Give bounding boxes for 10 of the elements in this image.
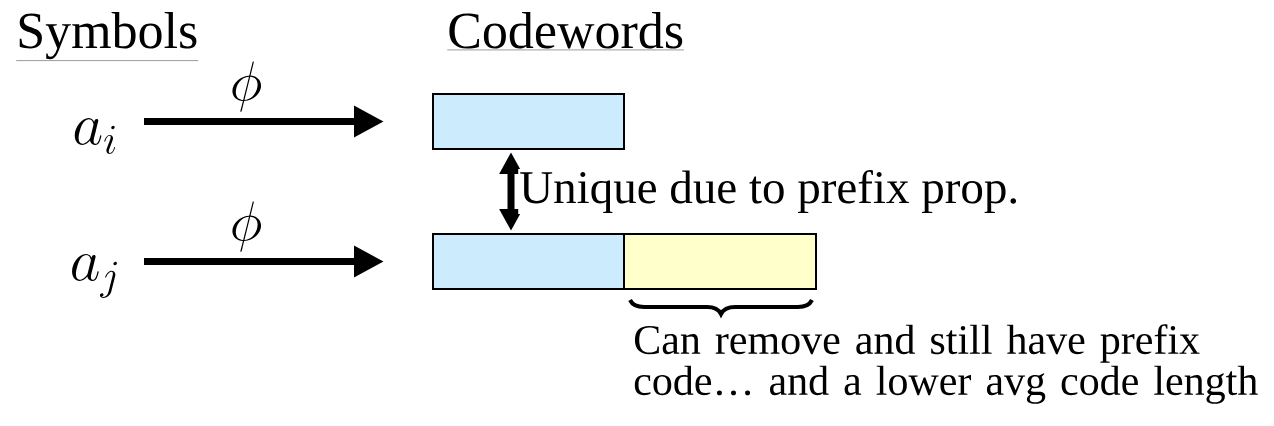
edge-label: $\phi$ [232,201,262,252]
codeword-box [432,233,625,290]
codeword-box [623,233,817,290]
edge-label: Unique due to prefix prop. [520,169,1017,214]
symbol-label: $a_i$ [74,117,116,154]
codeword-box [432,93,625,150]
edge-label: $\phi$ [232,61,262,112]
symbol-label: $a_j$ [72,253,117,298]
column-heading: Symbols [16,11,199,61]
note: Can remove and still have prefix code… and a lower avg code length [634,324,1258,404]
